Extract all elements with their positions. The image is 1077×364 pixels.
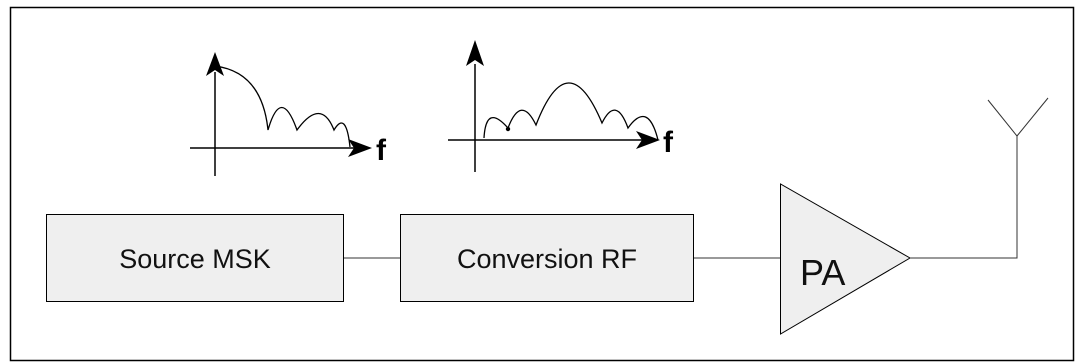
rf-x-arrowhead bbox=[636, 131, 660, 149]
baseband-y-arrowhead bbox=[206, 52, 224, 76]
source-msk-block: Source MSK bbox=[46, 214, 344, 302]
diagram-border bbox=[9, 6, 1075, 362]
baseband-f-label: f bbox=[376, 134, 387, 167]
connector-pa-to-antenna bbox=[910, 136, 1018, 259]
baseband-x-arrowhead bbox=[348, 139, 372, 157]
conversion-rf-label: Conversion RF bbox=[457, 244, 637, 274]
rf-spectrum-plot: f bbox=[448, 40, 674, 172]
antenna-icon bbox=[987, 97, 1049, 137]
power-amplifier: PA bbox=[780, 183, 911, 335]
pa-label: PA bbox=[800, 252, 845, 293]
source-msk-label: Source MSK bbox=[119, 244, 271, 274]
baseband-spectrum-plot: f bbox=[190, 52, 387, 176]
baseband-spectrum-curve bbox=[214, 65, 351, 148]
rf-curve-node bbox=[505, 126, 511, 132]
rf-f-label: f bbox=[663, 126, 674, 159]
rf-y-arrowhead bbox=[466, 40, 484, 66]
conversion-rf-block: Conversion RF bbox=[400, 214, 694, 302]
amplifier-triangle bbox=[780, 183, 911, 335]
